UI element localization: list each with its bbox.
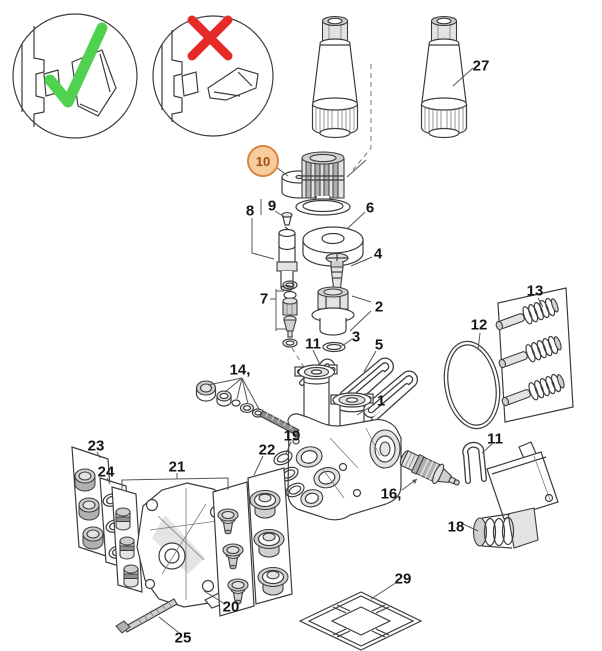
valve-stack — [282, 280, 313, 381]
pump-manifold — [287, 364, 402, 521]
correct-check-icon — [44, 22, 108, 108]
part-label-27-detergent-bottle: 27 — [472, 57, 490, 75]
unloader-parts-kit — [195, 380, 300, 436]
reference-dashed-line — [352, 64, 372, 171]
incorrect-assembly-circle — [152, 15, 274, 137]
o-ring-3 — [322, 341, 346, 353]
part-label-18-outlet-elbow: 18 — [447, 518, 465, 536]
part-label-7-valve-stack: 7 — [259, 290, 269, 308]
part-label-23-hex-plug-kit: 23 — [87, 437, 105, 455]
piston-spring-kit — [492, 287, 574, 423]
part-label-24-o-ring-kit: 24 — [97, 463, 115, 481]
part-label-1-pump-manifold: 1 — [376, 392, 386, 410]
detergent-bottle-left — [311, 15, 359, 139]
part-label-12-large-o-ring: 12 — [470, 316, 488, 334]
part-label-4-check-valve: 4 — [373, 245, 383, 263]
part-label-5-retaining-pins: 5 — [374, 336, 384, 354]
ring-fitting-kit — [247, 467, 293, 605]
part-label-6-damper-ring: 6 — [365, 199, 375, 217]
part-label-9-valve-poppet: 9 — [267, 197, 277, 215]
outlet-elbow — [472, 441, 559, 549]
part-label-3-o-ring: 3 — [351, 328, 361, 346]
detergent-bottle-right — [420, 15, 468, 139]
incorrect-cross-icon — [187, 15, 233, 61]
part-label-25-long-screw: 25 — [174, 629, 192, 647]
hex-plug — [311, 286, 355, 336]
part-label-16-unloader-piston: 16, — [380, 485, 402, 503]
large-o-ring — [443, 340, 501, 430]
leader-lines — [96, 67, 544, 633]
part-label-14-unloader-parts-kit: 14, — [229, 361, 251, 379]
piston-valve — [276, 211, 298, 292]
part-label-22-ring-fitting-kit: 22 — [258, 441, 276, 459]
check-valve — [325, 252, 349, 296]
part-label-8-piston-valve: 8 — [245, 202, 255, 220]
part-label-21-cylinder-kit: 21 — [168, 458, 186, 476]
filter-cartridge — [295, 151, 351, 216]
retaining-pins — [339, 357, 418, 422]
cylinder-kit-right-box — [212, 481, 255, 617]
part-label-11-retaining-clip: 11 — [487, 430, 503, 448]
screen-plate — [298, 591, 423, 651]
part-label-13-piston-spring-kit: 13 — [526, 282, 544, 300]
part-label-2-hex-plug: 2 — [374, 298, 384, 316]
part-label-20-crankcase: 20 — [222, 598, 240, 616]
long-screw — [115, 598, 178, 634]
part-label-19-small-o-rings: 19 — [283, 427, 301, 445]
part-label-10-pump-cap: 10 — [247, 145, 279, 177]
correct-assembly-circle — [12, 13, 138, 139]
unloader-piston — [399, 450, 460, 486]
part-label-29-screen-plate: 29 — [394, 570, 412, 588]
cylinder-kit-left-box — [111, 486, 143, 593]
part-label-11-retaining-clip: 11 — [305, 335, 321, 353]
retaining-clip-right — [462, 441, 487, 484]
